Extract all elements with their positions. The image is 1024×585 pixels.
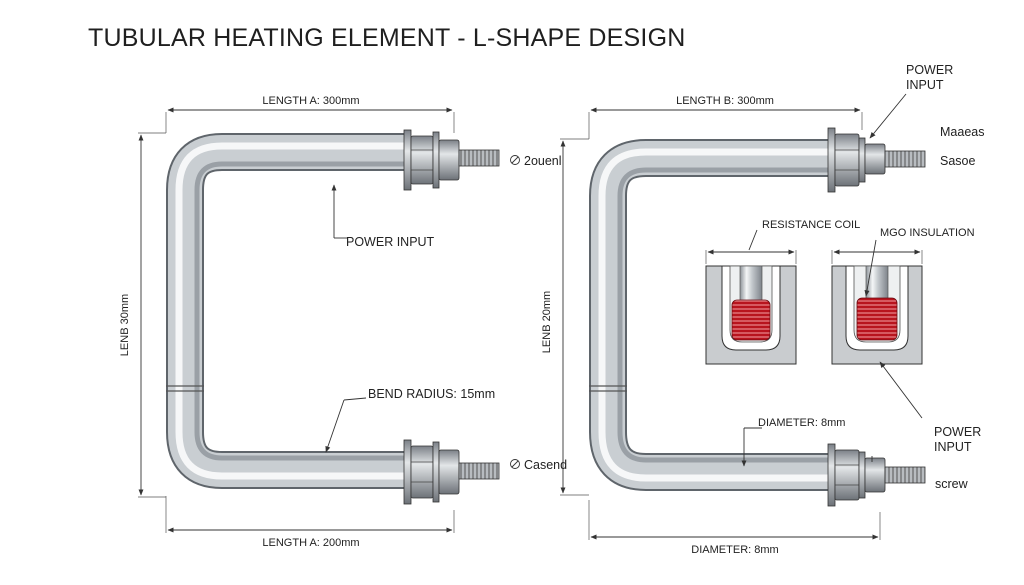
mgo-insulation-section xyxy=(831,265,923,365)
page-title: TUBULAR HEATING ELEMENT - L-SHAPE DESIGN xyxy=(88,24,686,52)
right-top-tag2-label: Sasoe xyxy=(940,154,975,168)
right-element xyxy=(589,127,926,507)
left-top-tag-label: 2ouenl xyxy=(524,154,562,168)
coil-fill xyxy=(731,299,771,341)
left-bottom-tag-label: Casend xyxy=(524,458,567,472)
screw-callout: screw xyxy=(935,477,969,491)
right-top-tag-label: Maaeas xyxy=(940,125,984,139)
right-bottom-fitting xyxy=(827,443,926,507)
left-top-dim-label: LENGTH A: 300mm xyxy=(262,95,359,107)
left-bottom-tag: Casend xyxy=(510,458,567,472)
screw-label: screw xyxy=(935,477,969,491)
right-side-dim-label: LENB 20mm xyxy=(541,291,553,353)
power-right-line1: POWER xyxy=(934,425,981,439)
right-top-tag: Maaeas Sasoe xyxy=(940,125,984,168)
left-power-label: POWER INPUT xyxy=(346,235,435,249)
left-power-callout: POWER INPUT xyxy=(331,184,435,249)
mgo-insulation-label: MGO INSULATION xyxy=(880,227,975,239)
resistance-coil-label: RESISTANCE COIL xyxy=(762,219,860,231)
left-bend-callout: BEND RADIUS: 15mm xyxy=(325,387,495,453)
resistance-coil-callout: RESISTANCE COIL xyxy=(705,219,860,264)
right-power-top-callout: POWER INPUT xyxy=(869,63,953,139)
prohibited-icon xyxy=(510,459,520,469)
left-element xyxy=(166,129,500,505)
left-top-fitting xyxy=(403,129,500,191)
right-power-side-callout: POWER INPUT xyxy=(871,361,981,462)
prohibited-icon xyxy=(510,155,520,165)
right-bottom-dimension: DIAMETER: 8mm xyxy=(588,500,881,556)
left-bottom-dimension: LENGTH A: 200mm xyxy=(165,496,455,549)
right-side-dimension: LENB 20mm xyxy=(541,138,589,496)
diameter-callout: DIAMETER: 8mm xyxy=(741,417,845,467)
right-bottom-dim-label: DIAMETER: 8mm xyxy=(691,544,778,556)
right-top-fitting xyxy=(827,127,926,193)
power-top-line1: POWER xyxy=(906,63,953,77)
coil-fill xyxy=(856,297,898,341)
left-tube xyxy=(166,133,408,489)
diameter-callout-label: DIAMETER: 8mm xyxy=(758,417,845,429)
power-right-line2: INPUT xyxy=(934,440,972,454)
left-bottom-fitting xyxy=(403,439,500,505)
left-side-dimension: LENB 30mm xyxy=(119,132,166,498)
right-top-dimension: LENGTH B: 300mm xyxy=(588,95,863,139)
left-side-dim-label: LENB 30mm xyxy=(119,294,131,356)
right-top-dim-label: LENGTH B: 300mm xyxy=(676,95,774,107)
left-bottom-dim-label: LENGTH A: 200mm xyxy=(262,537,359,549)
power-top-line2: INPUT xyxy=(906,78,944,92)
left-top-tag: 2ouenl xyxy=(510,154,562,168)
mgo-insulation-callout: MGO INSULATION xyxy=(831,227,975,297)
resistance-coil-section xyxy=(705,265,797,365)
left-top-dimension: LENGTH A: 300mm xyxy=(165,95,455,133)
left-bend-label: BEND RADIUS: 15mm xyxy=(368,387,495,401)
